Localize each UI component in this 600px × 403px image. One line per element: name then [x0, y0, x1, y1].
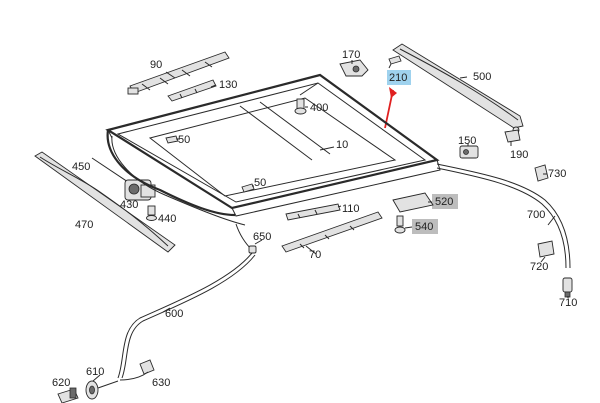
- label-130: 130: [219, 79, 237, 91]
- highlight-520: [432, 194, 458, 209]
- part-130-bracket: [167, 79, 217, 102]
- part-710-valve: [562, 277, 573, 298]
- label-720: 720: [530, 261, 548, 273]
- label-400: 400: [310, 102, 328, 114]
- label-50-lower: 50: [254, 177, 266, 189]
- part-430-drive-motor: [124, 179, 156, 201]
- label-540: 540: [415, 221, 433, 233]
- label-110: 110: [342, 203, 360, 215]
- part-600-drain-hose: [117, 252, 256, 379]
- label-450: 450: [72, 161, 90, 173]
- part-700-drain-hose: [436, 163, 571, 269]
- label-620: 620: [52, 377, 70, 389]
- part-630-clip: [119, 359, 155, 381]
- part-440-screw: [146, 205, 157, 221]
- label-150: 150: [458, 135, 476, 147]
- part-650-hose-end: [235, 223, 257, 254]
- part-10-sliding-roof-frame: [105, 73, 441, 226]
- part-210-clip: [388, 55, 402, 69]
- part-450-cable: [91, 157, 132, 185]
- part-520-bracket: [392, 192, 434, 213]
- highlight-210: [387, 70, 411, 85]
- part-470-seal-strip: [34, 151, 176, 253]
- label-710: 710: [559, 297, 577, 309]
- label-10: 10: [336, 139, 348, 151]
- label-470: 470: [75, 219, 93, 231]
- label-430: 430: [120, 199, 138, 211]
- part-620-valve-end: [57, 387, 79, 403]
- label-520: 520: [435, 196, 453, 208]
- pointer-arrow: [384, 87, 397, 129]
- label-440: 440: [158, 213, 176, 225]
- label-600: 600: [165, 308, 183, 320]
- part-730-clip: [534, 164, 549, 182]
- highlight-540: [412, 219, 438, 234]
- part-500-roof-rail: [392, 43, 524, 134]
- leader-lines: [92, 60, 569, 382]
- part-540-screw: [394, 215, 406, 234]
- part-400-bolt: [294, 98, 307, 115]
- part-90-guide-rail: [127, 51, 230, 95]
- part-610-grommet: [85, 380, 119, 400]
- label-70: 70: [309, 249, 321, 261]
- label-630: 630: [152, 377, 170, 389]
- part-110-slide-rail: [285, 203, 341, 221]
- label-190: 190: [510, 149, 528, 161]
- label-210: 210: [389, 72, 407, 84]
- part-720-holder: [537, 240, 555, 258]
- part-50-clip-upper: [165, 135, 179, 144]
- part-190-end-cap: [504, 129, 521, 143]
- label-610: 610: [86, 366, 104, 378]
- label-650: 650: [253, 231, 271, 243]
- part-170-slide-block: [339, 59, 369, 77]
- label-50-upper: 50: [178, 134, 190, 146]
- part-70-guide-rail: [281, 211, 383, 253]
- part-number-labels: 90 130 170 210 500 400 50 10 150 190 730…: [52, 49, 577, 389]
- part-50-clip-lower: [241, 183, 255, 193]
- label-90: 90: [150, 59, 162, 71]
- label-170: 170: [342, 49, 360, 61]
- label-700: 700: [527, 209, 545, 221]
- label-730: 730: [548, 168, 566, 180]
- label-500: 500: [473, 71, 491, 83]
- part-150-guide-piece: [459, 145, 479, 159]
